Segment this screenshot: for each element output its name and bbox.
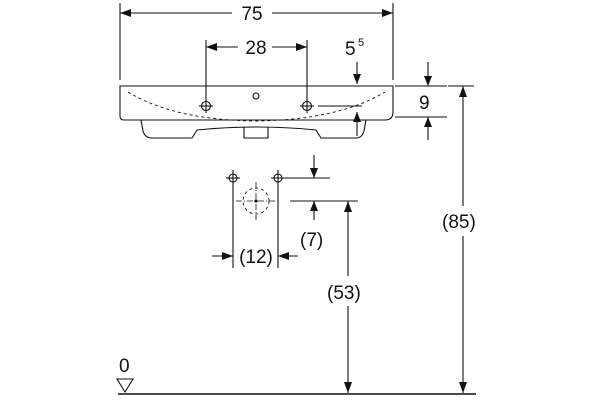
dim-basin-height: 9 [395, 62, 447, 140]
label-overall-height: (85) [442, 212, 476, 233]
basin-outline [119, 85, 394, 139]
label-edge-offset-sup: 5 [358, 37, 364, 49]
waste-outlet [236, 182, 276, 220]
label-waste-height: (53) [327, 283, 361, 304]
dim-waste-offset: (7) [290, 155, 358, 251]
label-edge-offset: 5 [345, 39, 356, 60]
label-tap-hole-spacing: 28 [245, 38, 266, 59]
label-floor-level: 0 [119, 356, 130, 377]
dim-waste-spacing: (12) [212, 186, 298, 268]
dim-tap-hole-spacing: 28 [205, 38, 308, 100]
center-hole [252, 92, 260, 100]
label-overall-width: 75 [241, 4, 262, 25]
dim-waste-height: (53) [327, 201, 361, 393]
label-basin-height: 9 [419, 93, 430, 114]
floor-level-marker: 0 [116, 356, 134, 394]
tap-hole-left [199, 99, 213, 113]
tap-hole-right [300, 99, 314, 113]
dim-overall-height: (85) [442, 85, 476, 393]
water-connection-right [271, 170, 292, 186]
dim-overall-width: 75 [119, 3, 394, 80]
label-waste-offset: (7) [300, 230, 323, 251]
water-connection-left [226, 170, 240, 186]
label-waste-spacing: (12) [239, 247, 273, 268]
